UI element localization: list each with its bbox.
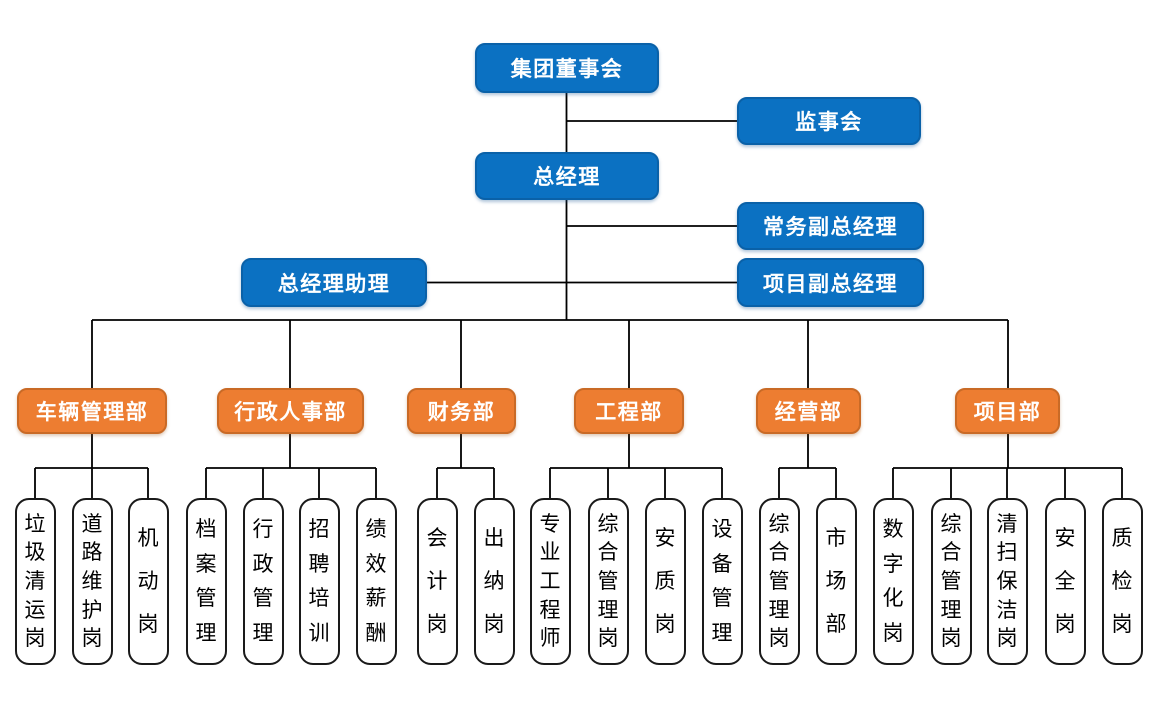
node-project-deputy-gm: 项目副总经理 <box>737 258 924 307</box>
position-node: 清扫保洁岗 <box>986 498 1028 665</box>
node-supervisory-board: 监事会 <box>737 97 921 145</box>
position-node: 设备管理 <box>701 498 743 665</box>
dept-project: 项目部 <box>955 388 1060 434</box>
node-general-manager: 总经理 <box>475 152 659 200</box>
position-node: 综合管理岗 <box>930 498 972 665</box>
position-node: 质检岗 <box>1101 498 1143 665</box>
node-gm-assistant: 总经理助理 <box>241 258 427 307</box>
position-node: 招聘培训 <box>298 498 340 665</box>
position-node: 市场部 <box>815 498 857 665</box>
position-node: 出纳岗 <box>473 498 515 665</box>
dept-finance: 财务部 <box>407 388 516 434</box>
position-node: 综合管理岗 <box>758 498 800 665</box>
position-node: 道路维护岗 <box>71 498 113 665</box>
position-node: 数字化岗 <box>872 498 914 665</box>
position-node: 安全岗 <box>1044 498 1086 665</box>
position-node: 行政管理 <box>242 498 284 665</box>
position-node: 安质岗 <box>644 498 686 665</box>
node-group-board: 集团董事会 <box>475 43 659 93</box>
position-node: 专业工程师 <box>529 498 571 665</box>
position-node: 垃圾清运岗 <box>14 498 56 665</box>
position-node: 机动岗 <box>127 498 169 665</box>
node-executive-deputy-gm: 常务副总经理 <box>737 202 924 250</box>
position-node: 综合管理岗 <box>587 498 629 665</box>
dept-engineering: 工程部 <box>574 388 684 434</box>
position-node: 绩效薪酬 <box>355 498 397 665</box>
dept-admin-hr: 行政人事部 <box>217 388 364 434</box>
dept-operations: 经营部 <box>756 388 861 434</box>
position-node: 档案管理 <box>185 498 227 665</box>
dept-vehicle-management: 车辆管理部 <box>17 388 167 434</box>
position-node: 会计岗 <box>416 498 458 665</box>
